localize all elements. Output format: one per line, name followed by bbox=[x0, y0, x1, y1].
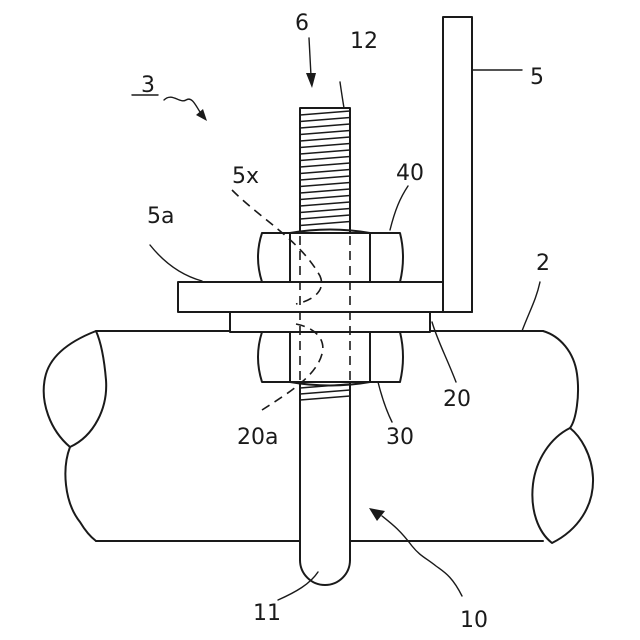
lower-nut bbox=[258, 332, 403, 386]
label-5a: 5a bbox=[147, 204, 174, 229]
label-10: 10 bbox=[460, 608, 488, 633]
label-6: 6 bbox=[295, 11, 309, 36]
label-5: 5 bbox=[530, 65, 544, 90]
label-3-group: 3 bbox=[132, 73, 158, 98]
spacer-plate bbox=[230, 312, 430, 332]
label-3: 3 bbox=[141, 73, 155, 98]
label-20a: 20a bbox=[237, 425, 278, 450]
label-12: 12 bbox=[350, 29, 378, 54]
label-20: 20 bbox=[443, 387, 471, 412]
label-40: 40 bbox=[396, 161, 424, 186]
label-5x: 5x bbox=[232, 164, 259, 189]
label-2: 2 bbox=[536, 251, 550, 276]
label-30: 30 bbox=[386, 425, 414, 450]
upper-nut bbox=[258, 230, 403, 283]
label-11: 11 bbox=[253, 601, 281, 626]
